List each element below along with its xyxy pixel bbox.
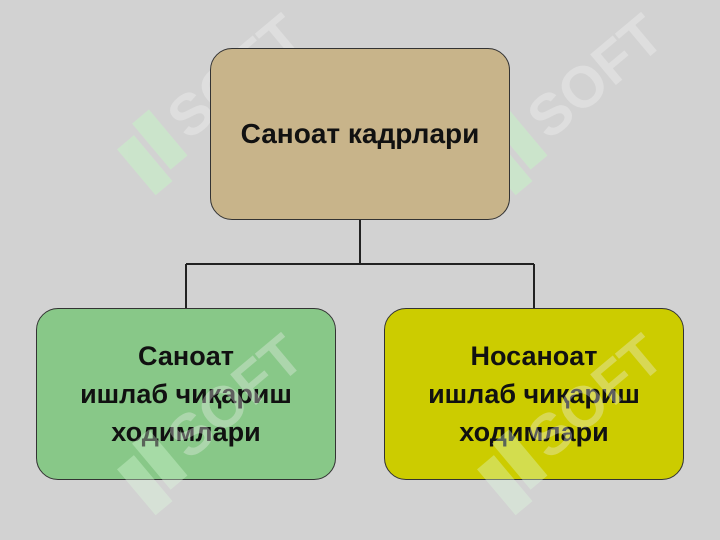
child-node-nonindustrial: Носаноат ишлаб чиқариш ходимлари xyxy=(384,308,684,480)
child-node-line: ходимлари xyxy=(111,417,261,447)
root-node-label: Саноат кадрлари xyxy=(240,118,480,149)
child-node-line: Носаноат xyxy=(470,341,598,371)
child-node-industrial: Саноат ишлаб чиқариш ходимлари xyxy=(36,308,336,480)
child-node-line: ишлаб чиқариш xyxy=(428,379,640,409)
child-node-line: ишлаб чиқариш xyxy=(80,379,292,409)
root-node: Саноат кадрлари xyxy=(210,48,510,220)
child-node-line: Саноат xyxy=(138,341,234,371)
child-node-line: ходимлари xyxy=(459,417,609,447)
